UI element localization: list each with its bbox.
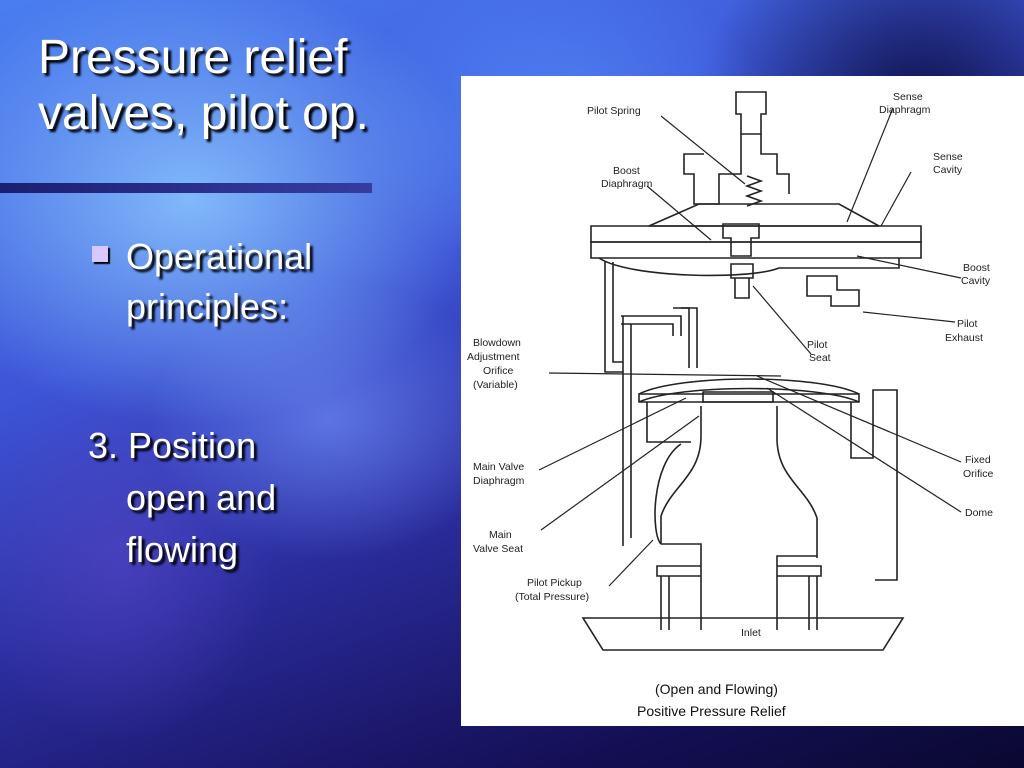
label-blowdown-2: Adjustment [467,351,520,363]
caption-line-2: Positive Pressure Relief [637,703,786,719]
label-sense-cavity-2: Cavity [933,164,963,176]
label-main-valve-seat-1: Main [489,529,512,541]
label-pilot-exhaust-1: Pilot [957,318,978,330]
bullet-item: Operational principles: [92,232,312,332]
slide-title-line-1: Pressure relief [38,31,348,84]
valve-diagram-panel: Pilot Spring Sense Diaphragm Sense Cavit… [461,76,1024,726]
bullet-line-2: principles: [126,286,289,327]
label-blowdown-3: Orifice [483,365,513,377]
valve-diagram: Pilot Spring Sense Diaphragm Sense Cavit… [467,91,993,719]
label-main-valve-diaphragm-2: Diaphragm [473,475,525,487]
label-pilot-pickup-2: (Total Pressure) [515,591,589,603]
diagram-labels: Pilot Spring Sense Diaphragm Sense Cavit… [467,91,993,719]
label-fixed-orifice-1: Fixed [965,454,991,466]
label-fixed-orifice-2: Orifice [963,468,993,480]
label-pilot-pickup-1: Pilot Pickup [527,577,582,589]
label-main-valve-seat-2: Valve Seat [473,543,523,555]
label-pilot-seat-1: Pilot [807,339,828,351]
label-main-valve-diaphragm-1: Main Valve [473,461,524,473]
valve-drawing [581,91,922,651]
label-boost-cavity-2: Cavity [961,275,991,287]
caption-line-1: (Open and Flowing) [655,681,778,697]
label-boost-diaphragm-1: Boost [613,165,640,177]
square-bullet-icon [92,246,108,262]
label-boost-diaphragm-2: Diaphragm [601,178,653,190]
label-boost-cavity-1: Boost [963,262,990,274]
label-inlet: Inlet [741,627,761,639]
label-pilot-seat-2: Seat [809,352,831,364]
slide-title: Pressure relief valves, pilot op. [38,30,369,142]
bullet-line-1: Operational [126,236,313,277]
label-sense-cavity-1: Sense [933,151,963,163]
step-line-2: open and [126,477,277,518]
step-line-1: 3. Position [88,425,257,466]
label-pilot-exhaust-2: Exhaust [945,332,983,344]
step-line-3: flowing [126,529,239,570]
label-sense-diaphragm-2: Diaphragm [879,104,931,116]
label-sense-diaphragm-1: Sense [893,91,923,103]
label-dome: Dome [965,507,993,519]
step-text: 3. Position open and flowing [88,420,276,576]
bullet-text: Operational principles: [126,232,312,332]
slide-title-line-2: valves, pilot op. [38,87,369,140]
leader-lines [538,107,962,587]
title-underline-bar [0,183,372,193]
label-blowdown-4: (Variable) [473,379,518,391]
label-blowdown-1: Blowdown [473,337,521,349]
label-pilot-spring: Pilot Spring [587,105,641,117]
